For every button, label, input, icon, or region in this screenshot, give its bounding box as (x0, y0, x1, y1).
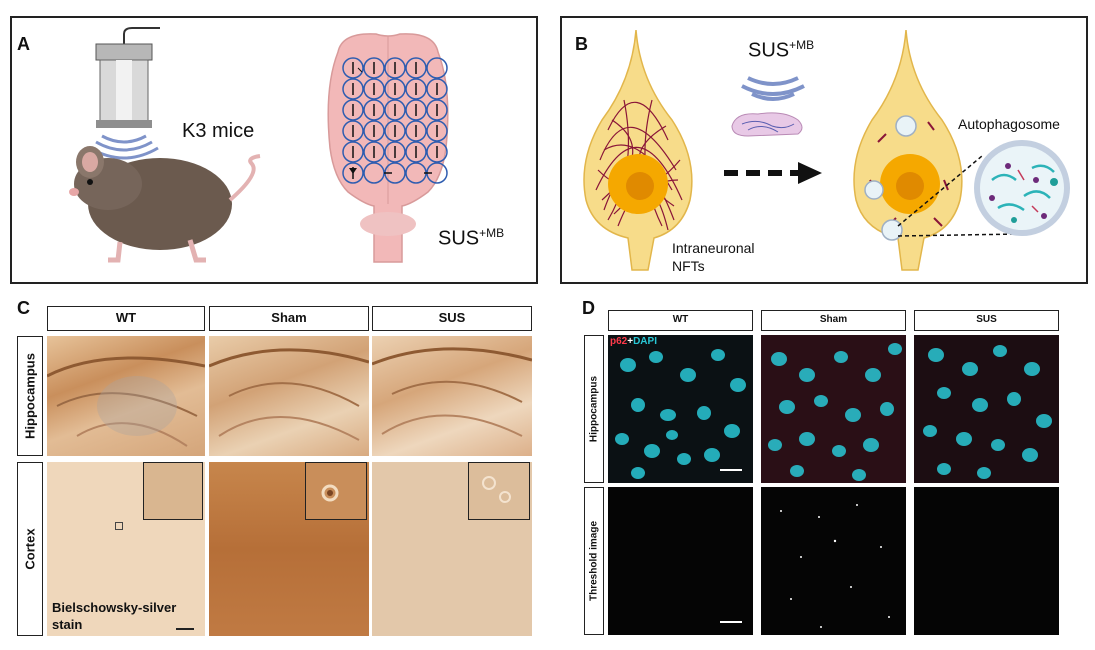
autophagosome-label: Autophagosome (958, 116, 1060, 132)
threshold-sus-image (914, 487, 1059, 635)
panel-c-label: C (17, 298, 30, 318)
scale-bar (720, 621, 742, 623)
treatment-main-text: SUS (438, 227, 480, 250)
hippocampus-wt-image (47, 336, 205, 456)
hippocampus-sham-image (209, 336, 369, 456)
panel-a-label: A (17, 34, 30, 54)
panel-c-row-header-cortex: Cortex (17, 462, 43, 636)
dapi-wt-image: p62+DAPI (608, 335, 753, 483)
cortex-wt-inset (143, 462, 203, 520)
marker-cyan-text: DAPI (633, 336, 657, 347)
cortex-sham-image (209, 462, 369, 636)
scale-bar (176, 628, 194, 630)
panel-d-col-header-sus: SUS (914, 310, 1059, 331)
stain-label-line1: Bielschowsky-silver (52, 600, 177, 615)
neuron-with-autophagosomes-illustration (853, 30, 1070, 271)
panel-c-col-header-sham: Sham (209, 306, 369, 331)
arrow-right-icon (724, 162, 822, 184)
threshold-wt-image (608, 487, 753, 635)
scale-bar (720, 469, 742, 471)
panel-b-treatment-label: SUS+MB (748, 38, 814, 63)
inset-marker-box (115, 522, 123, 530)
hippocampus-sus-image (372, 336, 532, 456)
panel-a-treatment-label: SUS+MB (438, 226, 504, 251)
row-label: Hippocampus (22, 353, 38, 439)
panel-d-col-header-wt: WT (608, 310, 753, 331)
cortex-sus-inset (468, 462, 530, 520)
row-label: Threshold image (588, 520, 600, 602)
stain-label-line2: stain (52, 617, 83, 632)
panel-d-col-header-sham: Sham (761, 310, 906, 331)
marker-plus-text: + (627, 336, 634, 347)
dapi-sus-image (914, 335, 1059, 483)
mouse-label: K3 mice (182, 120, 255, 142)
ultrasound-waves-icon (741, 76, 805, 101)
brain-grid-illustration (327, 33, 449, 263)
panel-b-label: B (575, 34, 588, 54)
treatment-sup-text: +MB (479, 226, 505, 240)
cortex-sham-inset (305, 462, 367, 520)
panel-d-label: D (582, 298, 595, 318)
marker-red-text: p62 (610, 336, 628, 347)
panel-d-row-header-hippocampus: Hippocampus (584, 335, 604, 483)
panel-d-row-header-threshold: Threshold image (584, 487, 604, 635)
dapi-sham-image (761, 335, 906, 483)
nft-label-line1: Intraneuronal (672, 240, 755, 256)
panel-c-col-header-sus: SUS (372, 306, 532, 331)
row-label: Cortex (22, 528, 38, 570)
small-brain-icon (731, 112, 803, 137)
row-label: Hippocampus (588, 375, 600, 443)
threshold-sham-image (761, 487, 906, 635)
mouse-transducer-illustration (69, 27, 261, 263)
neuron-with-tangles-illustration (583, 30, 693, 271)
cortex-sus-image (372, 462, 532, 636)
cortex-wt-image (47, 462, 205, 636)
nft-label-line2: NFTs (672, 258, 705, 274)
treatment-sup-text: +MB (789, 38, 815, 52)
treatment-main-text: SUS (748, 39, 790, 62)
marker-legend: p62+DAPI (610, 336, 657, 347)
panel-c-row-header-hippocampus: Hippocampus (17, 336, 43, 456)
panel-c-col-header-wt: WT (47, 306, 205, 331)
